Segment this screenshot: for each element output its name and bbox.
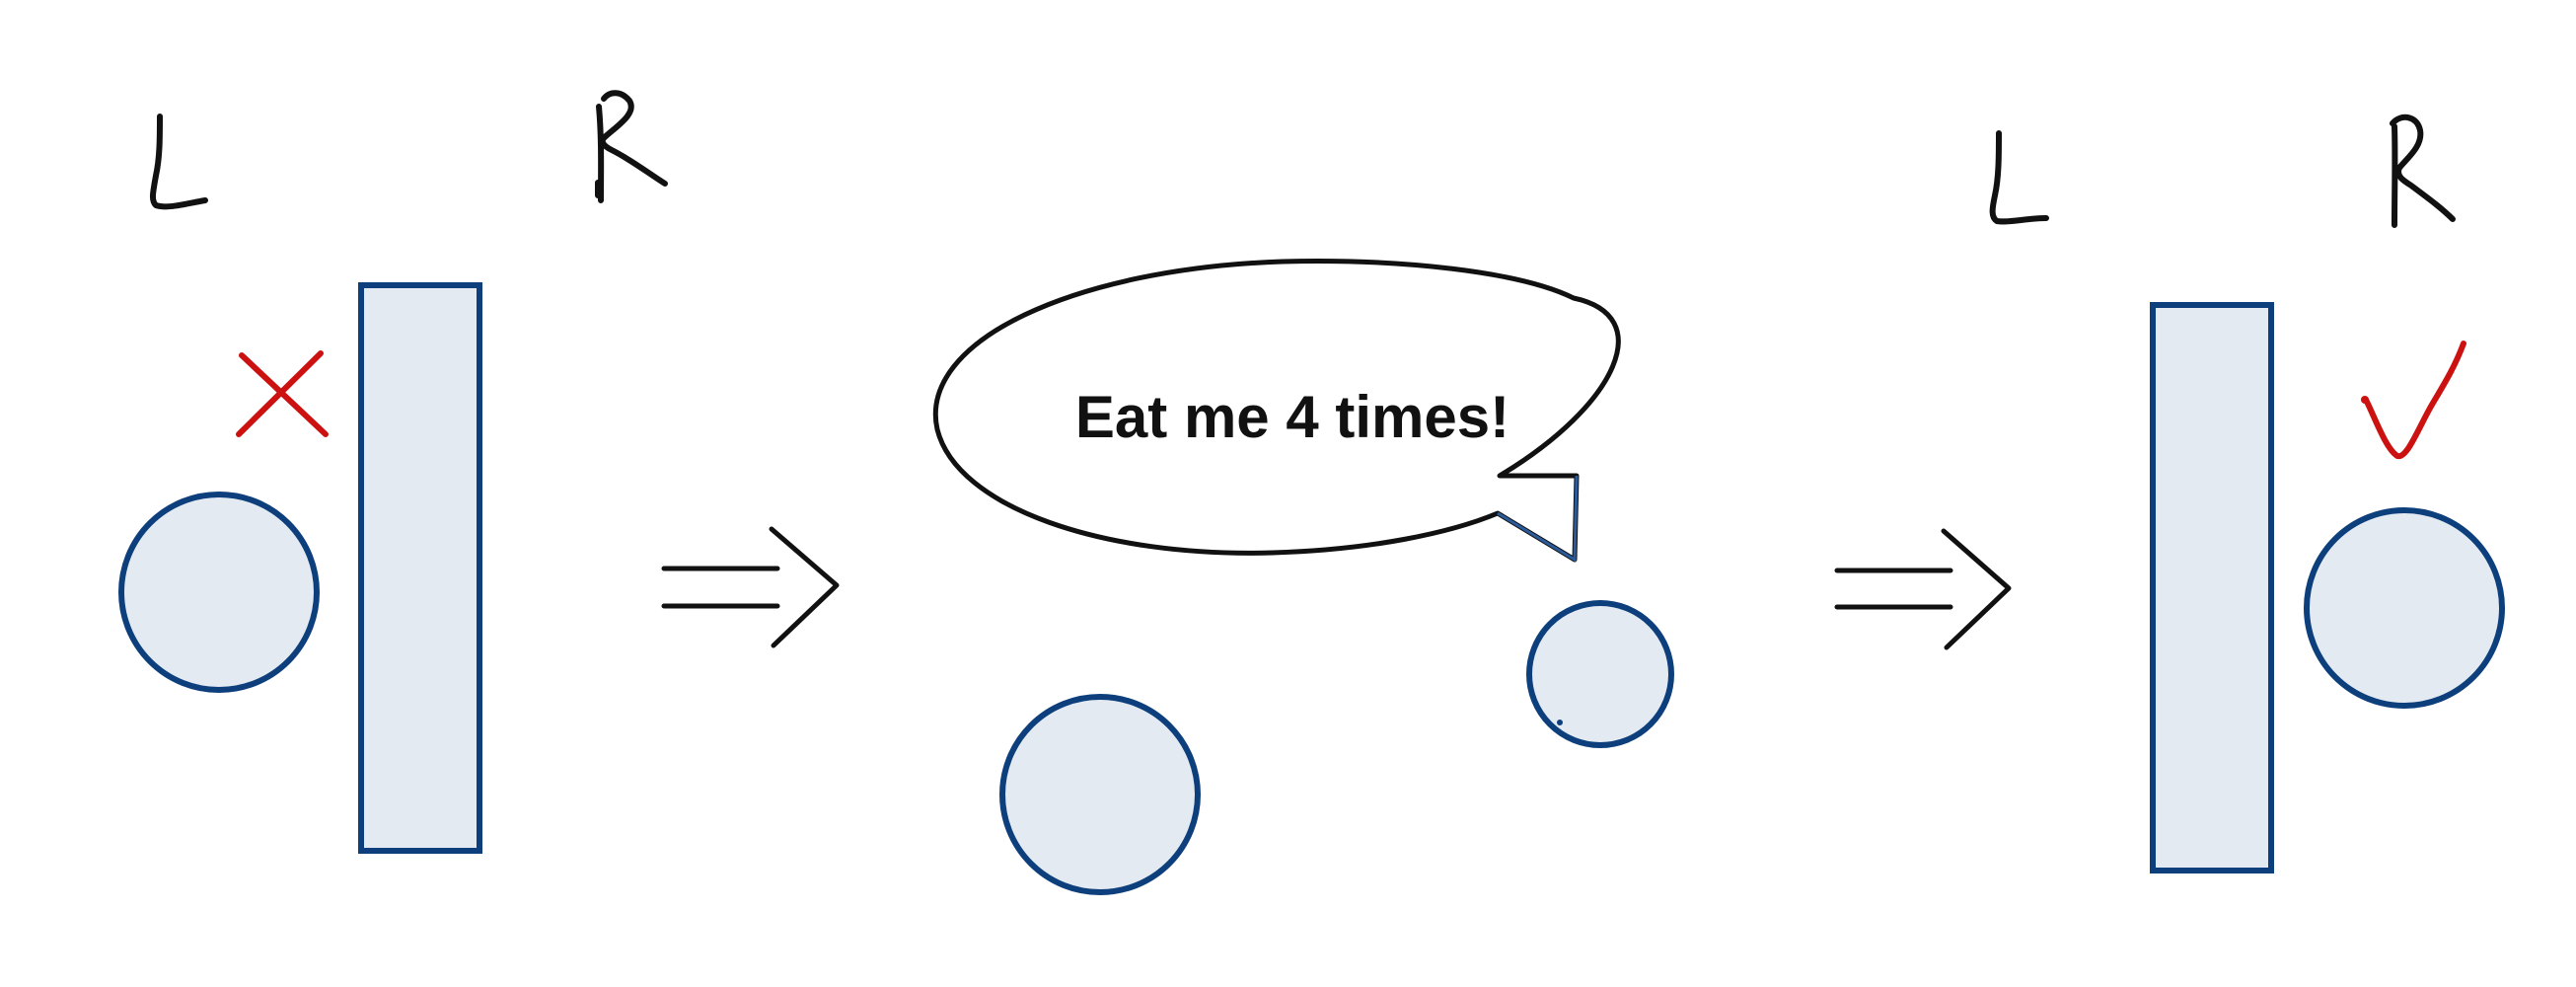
panel-after <box>1989 114 2505 873</box>
panel-before <box>118 90 668 854</box>
speech-bubble <box>932 259 1621 563</box>
implies-arrow-1 <box>661 526 840 648</box>
cross-icon <box>236 350 329 437</box>
checkmark-dot <box>2361 396 2369 404</box>
panel-middle: Eat me 4 times! <box>932 259 1674 895</box>
wall-rectangle-before <box>358 282 482 854</box>
label-left-before <box>150 114 208 210</box>
ball-circle-after <box>2304 507 2505 709</box>
label-left-after <box>1989 130 2049 225</box>
small-ball <box>1526 600 1674 748</box>
checkmark-icon <box>2363 341 2466 459</box>
big-ball <box>999 694 1201 895</box>
implies-arrow-2 <box>1834 528 2012 650</box>
small-ball-dot <box>1557 720 1563 725</box>
speech-bubble-text: Eat me 4 times! <box>1075 384 1509 450</box>
wall-rectangle-after <box>2150 302 2274 873</box>
ball-circle-before <box>118 492 320 693</box>
label-right-after <box>2390 114 2456 228</box>
label-right-before <box>595 90 668 203</box>
